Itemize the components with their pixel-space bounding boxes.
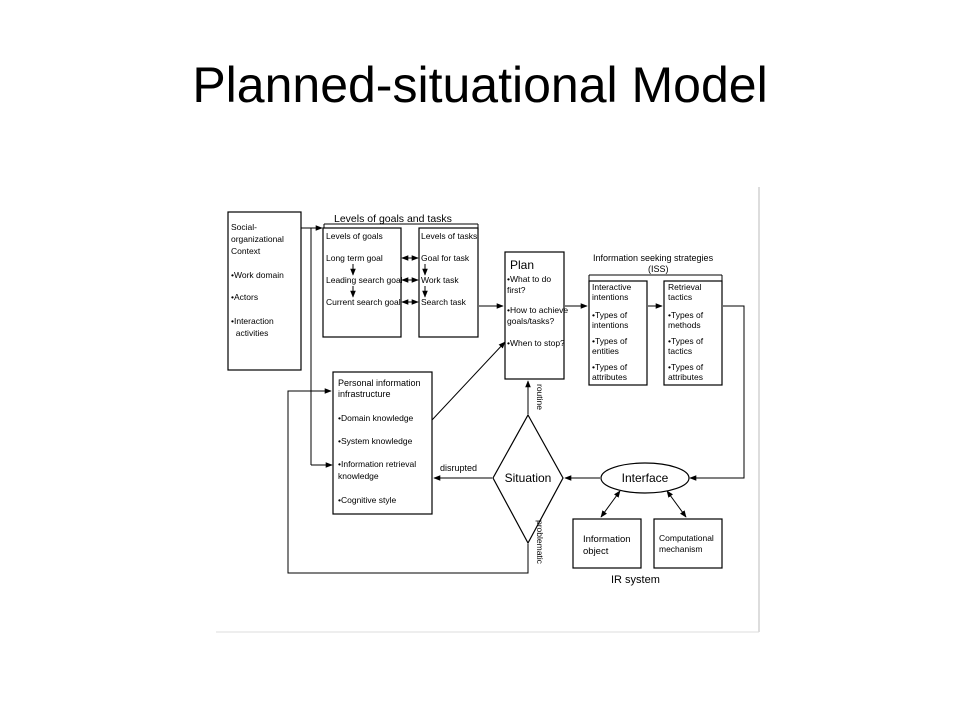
- plan-box: [504, 251, 565, 380]
- pii-title-line-2: infrastructure: [338, 389, 391, 399]
- computational-mechanism-box: [653, 518, 723, 569]
- retrieval-item-3-line-1: •Types of: [668, 362, 704, 372]
- interactive-item-1-line-2: intentions: [592, 320, 628, 330]
- retrieval-item-3-line-2: attributes: [668, 372, 703, 382]
- tasks-box: [418, 227, 479, 338]
- pii-title-line-1: Personal information: [338, 378, 421, 388]
- tasks-box-title: Levels of tasks: [421, 231, 477, 241]
- context-title-line-3: Context: [231, 246, 261, 256]
- retrieval-tactics-box: [663, 280, 723, 386]
- plan-item-how-line-2: goals/tasks?: [507, 316, 555, 326]
- disrupted-label: disrupted: [440, 463, 477, 473]
- goals-box-title: Levels of goals: [326, 231, 383, 241]
- interactive-title-line-1: Interactive: [592, 282, 631, 292]
- plan-item-how-line-1: •How to achieve: [507, 305, 568, 315]
- context-item-interaction-line-2: activities: [231, 328, 268, 338]
- retrieval-item-1-line-1: •Types of: [668, 310, 704, 320]
- interface-computational-arrow: [666, 490, 687, 518]
- interactive-item-2-line-1: •Types of: [592, 336, 628, 346]
- plan-item-stop: •When to stop?: [507, 338, 565, 348]
- situation-label: Situation: [505, 471, 552, 485]
- context-title-line-2: organizational: [231, 234, 284, 244]
- problematic-label: problematic: [535, 520, 545, 565]
- interactive-item-3-line-1: •Types of: [592, 362, 628, 372]
- task-goal-for-task: Goal for task: [421, 253, 470, 263]
- retrieval-title-line-1: Retrieval: [668, 282, 702, 292]
- context-title-line-1: Social-: [231, 222, 257, 232]
- pii-box: [332, 371, 433, 515]
- interface-label: Interface: [622, 471, 669, 485]
- pii-item-domain: •Domain knowledge: [338, 413, 414, 423]
- retrieval-title-line-2: tactics: [668, 292, 692, 302]
- goal-long-term: Long term goal: [326, 253, 383, 263]
- computational-line-2: mechanism: [659, 544, 702, 554]
- context-box: [227, 211, 302, 371]
- routine-label: routine: [535, 384, 545, 410]
- context-item-interaction-line-1: •Interaction: [231, 316, 274, 326]
- task-work-task: Work task: [421, 275, 459, 285]
- retrieval-item-2-line-2: tactics: [668, 346, 692, 356]
- goal-current-search: Current search goal: [326, 297, 401, 307]
- information-object-line-1: Information: [583, 534, 631, 545]
- ir-system-label: IR system: [611, 574, 660, 586]
- retrieval-item-2-line-1: •Types of: [668, 336, 704, 346]
- context-item-actors: •Actors: [231, 292, 258, 302]
- interactive-item-1-line-1: •Types of: [592, 310, 628, 320]
- information-object-box: [572, 518, 642, 569]
- retrieval-item-1-line-2: methods: [668, 320, 701, 330]
- task-search-task: Search task: [421, 297, 467, 307]
- information-object-line-2: object: [583, 546, 609, 557]
- goals-box: [322, 227, 402, 338]
- pii-item-cognitive: •Cognitive style: [338, 495, 397, 505]
- interactive-title-line-2: intentions: [592, 292, 628, 302]
- pii-item-ir-line-2: knowledge: [338, 471, 379, 481]
- interactive-intentions-box: [588, 280, 648, 386]
- pii-item-ir-line-1: •Information retrieval: [338, 459, 416, 469]
- interface-ellipse: [600, 462, 690, 494]
- retrieval-to-interface-connector: [689, 305, 745, 481]
- iss-header-line-2: (ISS): [648, 264, 669, 274]
- situation-diamond: [492, 413, 564, 545]
- problematic-feedback-loop: [287, 388, 529, 574]
- interactive-item-2-line-2: entities: [592, 346, 619, 356]
- plan-box-title: Plan: [510, 258, 534, 272]
- computational-line-1: Computational: [659, 533, 714, 543]
- interface-info-object-arrow: [600, 490, 621, 518]
- slide-title: Planned-situational Model: [192, 57, 768, 113]
- goal-leading-search: Leading search goal: [326, 275, 403, 285]
- iss-header-line-1: Information seeking strategies: [593, 253, 714, 263]
- pii-to-plan-arrow: [431, 341, 506, 421]
- levels-header: Levels of goals and tasks: [334, 213, 452, 225]
- interactive-item-3-line-2: attributes: [592, 372, 627, 382]
- context-item-work-domain: •Work domain: [231, 270, 284, 280]
- plan-item-what-line-2: first?: [507, 285, 526, 295]
- pii-item-system: •System knowledge: [338, 436, 413, 446]
- plan-item-what-line-1: •What to do: [507, 274, 551, 284]
